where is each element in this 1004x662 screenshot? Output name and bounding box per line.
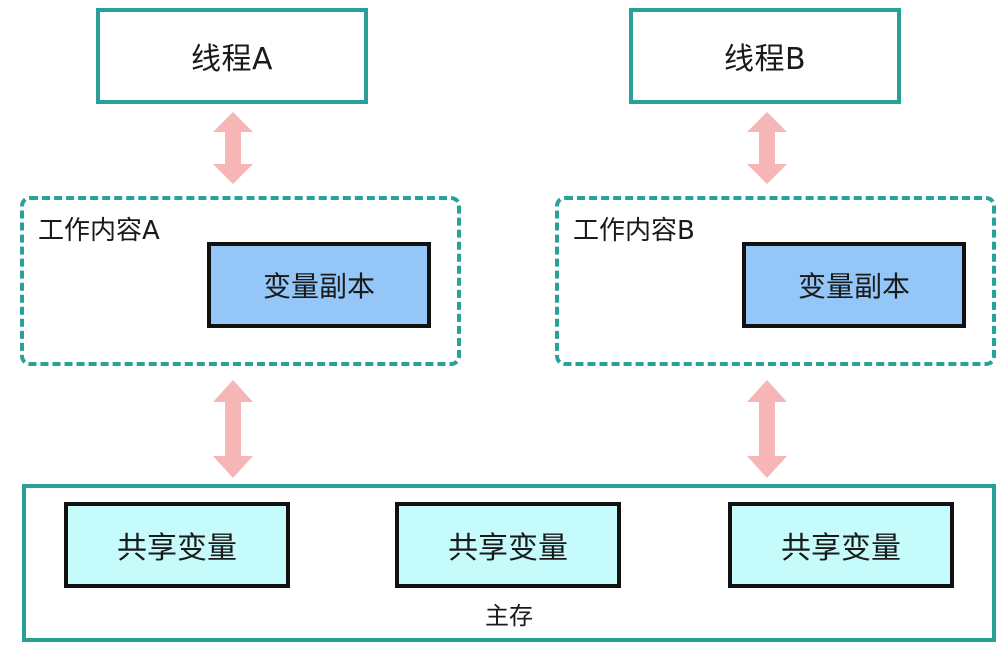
variable-copy-b: 变量副本	[742, 242, 966, 328]
thread-a-label: 线程A	[190, 42, 274, 77]
thread-a-box: 线程A	[96, 8, 368, 104]
shared-variable-2: 共享变量	[395, 502, 621, 588]
thread-b-to-work-b-arrow-icon	[747, 112, 787, 184]
work-area-a-label: 工作内容A	[38, 216, 160, 246]
variable-copy-b-label: 变量副本	[797, 270, 910, 303]
work-area-a: 工作内容A 变量副本	[20, 196, 461, 366]
work-area-b-label: 工作内容B	[573, 216, 695, 246]
shared-variable-2-label: 共享变量	[448, 531, 568, 566]
variable-copy-a: 变量副本	[207, 242, 431, 328]
thread-a-to-work-a-arrow-icon	[213, 112, 253, 184]
work-a-to-main-arrow-icon	[213, 380, 253, 478]
shared-variable-1-label: 共享变量	[117, 531, 237, 566]
main-memory-label: 主存	[485, 602, 533, 630]
shared-variable-1: 共享变量	[64, 502, 290, 588]
shared-variable-3-label: 共享变量	[781, 531, 901, 566]
work-b-to-main-arrow-icon	[747, 380, 787, 478]
thread-b-box: 线程B	[629, 8, 901, 104]
variable-copy-a-label: 变量副本	[262, 270, 375, 303]
thread-b-label: 线程B	[723, 42, 807, 77]
main-memory-box: 共享变量 共享变量 共享变量 主存	[22, 484, 996, 642]
shared-variable-3: 共享变量	[728, 502, 954, 588]
work-area-b: 工作内容B 变量副本	[555, 196, 996, 366]
